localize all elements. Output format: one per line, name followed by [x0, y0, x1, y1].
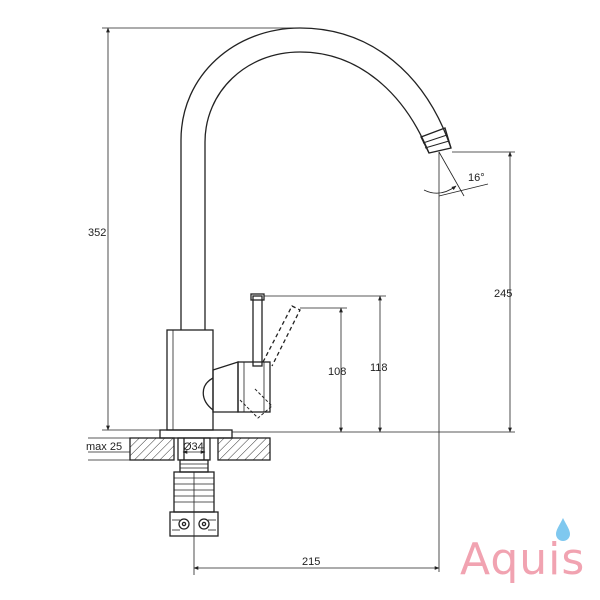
label-reach: 215 — [302, 556, 320, 568]
handle-lever-open — [262, 305, 301, 367]
spout-outer — [180, 27, 452, 330]
label-handle-low: 108 — [328, 366, 346, 378]
brand-name: Aquis — [460, 534, 585, 585]
label-spout-angle: 16° — [468, 172, 485, 184]
faucet-body — [166, 329, 214, 431]
dimension-lines — [88, 27, 515, 575]
base-plate — [159, 429, 233, 439]
faucet-outline — [129, 27, 452, 537]
handle-lever — [252, 295, 263, 367]
label-total-height: 352 — [88, 227, 106, 239]
label-spout-height: 245 — [494, 288, 512, 300]
label-handle-high: 118 — [370, 362, 388, 374]
counter-right — [217, 437, 271, 461]
spout-inner — [204, 51, 430, 330]
brand-logo: Aquis — [460, 518, 585, 585]
spout-tip — [420, 127, 452, 154]
label-max-deck: max 25 — [86, 441, 122, 453]
label-diameter: Ø34 — [183, 441, 204, 453]
cartridge — [212, 361, 239, 413]
water-drop-icon — [556, 518, 570, 541]
counter-left — [129, 437, 175, 461]
